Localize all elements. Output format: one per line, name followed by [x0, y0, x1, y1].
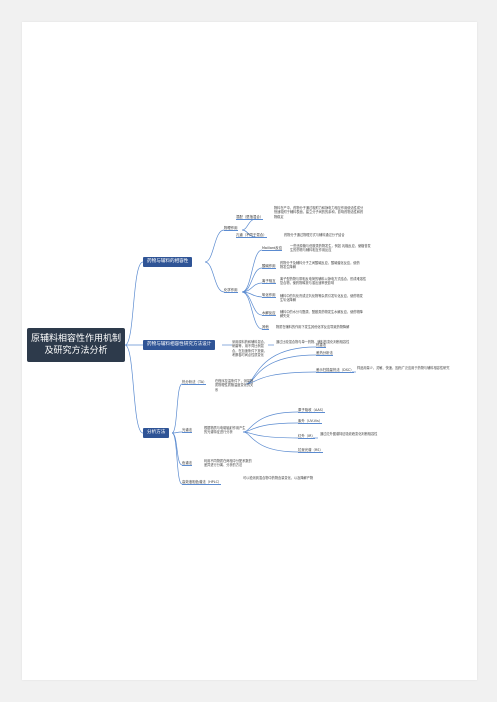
physical-item-1-text: 物料在产中，药物分子通过吸附力和静电力相互作用使活性成分快速吸附于辅料表面，建立…: [274, 206, 364, 219]
chemical-item-5-label[interactable]: 水解反应: [262, 311, 276, 317]
hplc-node[interactable]: 高效液相色谱法（HPLC）: [182, 480, 222, 486]
branch-analysis-methods[interactable]: 分析方法: [143, 428, 170, 438]
chromatography-text: 利用不同物质在两相中分配系数的差异进行分离、分析的方法: [204, 459, 252, 468]
chemical-action-node[interactable]: 化学作用: [224, 288, 238, 294]
root-title: 原辅料相容性作用机制及研究方法分析: [30, 334, 121, 356]
chemical-item-2-label[interactable]: 酸碱作用: [262, 264, 276, 270]
spectral-text: 根据物质与电磁辐射作用产生的光谱特征进行分析: [204, 426, 246, 435]
chemical-item-6-text: 物质在辅料的作用下发生其他化学反应导致药物降解: [276, 325, 350, 329]
ir-text: 通过红外图谱特征吸收峰变化判断相容性: [320, 432, 378, 436]
chemical-item-3-text: 离子型药物与带相反电荷的辅料以静电方式结合，形成难溶性复合物，使药物释放与溶出速…: [280, 277, 367, 286]
branch-method-design[interactable]: 药物与辅料相容性研究方法设计: [143, 340, 216, 350]
thermal-analysis-node[interactable]: 热分析法（TA）: [182, 380, 207, 386]
chemical-item-1-label[interactable]: Maillard反应: [262, 246, 283, 252]
dsc-text: 样品用量少，灵敏、快速，因而广泛应用于药物与辅料相容性研究: [357, 366, 450, 370]
spectral-item-uv[interactable]: 紫外（UV-Vis）: [298, 419, 323, 425]
spectral-item-aas[interactable]: 原子吸收（AAS）: [298, 408, 326, 414]
chemical-item-6-label[interactable]: 其他: [262, 325, 269, 331]
physical-item-1-label[interactable]: 混配（是指混合）: [236, 215, 264, 221]
spectral-node[interactable]: 光谱法: [182, 428, 193, 434]
spectral-item-rs[interactable]: 拉曼光谱（RS）: [298, 448, 323, 454]
chemical-item-1-text: 一些还原糖与伯胺类药物发生，例如 乳糖反应，使糖苷发生的药物与辅料相互作用反应: [290, 244, 371, 253]
thermal-item-3[interactable]: 差示扫描量热法（DSC）: [316, 368, 354, 374]
physical-item-2-label[interactable]: 孔道（不同于混合）: [236, 233, 267, 239]
method-design-result: 通过比较混合物与单一药物、辅料的变化判断相容性: [276, 340, 350, 344]
chemical-item-5-text: 辅料中的水分与酯类、酰胺类药物发生水解反应，使药物降解失效: [280, 310, 363, 319]
physical-action-node[interactable]: 物理作用: [224, 226, 238, 232]
thermal-item-1[interactable]: 热重法: [316, 343, 327, 349]
chemical-item-3-label[interactable]: 离子相互: [262, 279, 276, 285]
hplc-text: 可以检测到混合物中药物含量变化，以及降解产物: [243, 476, 314, 480]
physical-item-2-text: 药物分子通过物理方式与辅料通过分子结合: [284, 233, 345, 237]
thermal-item-2[interactable]: 差热分析法: [316, 351, 333, 357]
branch-compatibility[interactable]: 药物与辅料的相容性: [143, 257, 193, 267]
method-design-text: 采用原料药和辅料混合、研磨等，用不同比例混合，在加速条件下放置，考察各时间点性质…: [232, 340, 268, 358]
thermal-analysis-text: 在程序控温条件下，测量物质物理性质随温度变化的关系: [215, 379, 254, 392]
root-topic[interactable]: 原辅料相容性作用机制及研究方法分析: [27, 328, 125, 362]
chemical-item-4-text: 辅料中的氧化剂或过氧化物等杂质引发氧化反应，使药物发生氧化降解: [280, 294, 363, 303]
chromatography-node[interactable]: 色谱法: [182, 461, 193, 467]
spectral-item-ir[interactable]: 红外（IR）: [298, 434, 315, 440]
chemical-item-2-text: 药物分子及辅料分子之间酸碱反应，酸碱催化反应，使药物发生降解: [280, 261, 360, 270]
chemical-item-4-label[interactable]: 氧化作用: [262, 293, 276, 299]
